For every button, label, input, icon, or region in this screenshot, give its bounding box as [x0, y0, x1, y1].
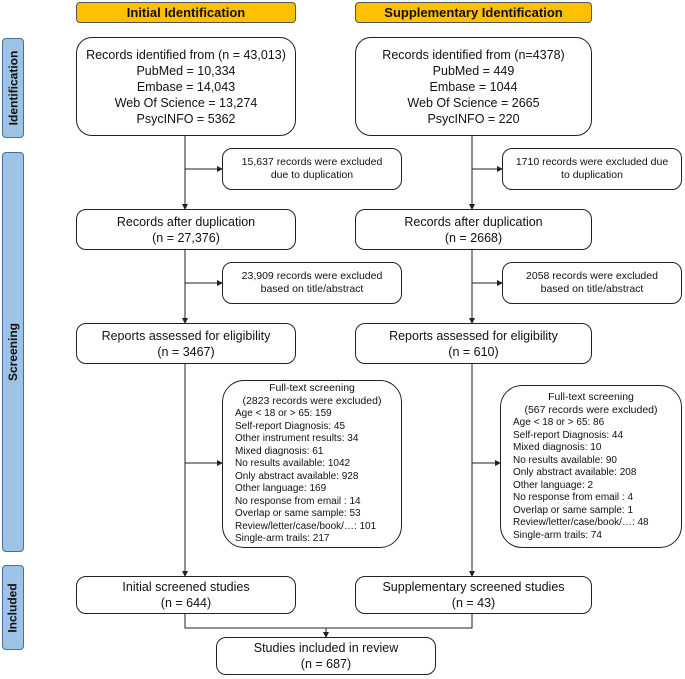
supplementary-duplication-excluded: 1710 records were excluded due to duplic…	[502, 148, 682, 190]
stage-label: Screening	[6, 322, 20, 382]
exclusion-reasons: Age < 18 or > 65: 86 Self-report Diagnos…	[513, 417, 669, 542]
text-line: (n = 687)	[300, 657, 352, 671]
stage-screening: Screening	[2, 152, 24, 552]
text-line: PsycINFO = 5362	[136, 111, 236, 126]
supplementary-records-identified: Records identified from (n=4378) PubMed …	[355, 37, 592, 136]
fulltext-title: Full-text screening	[548, 391, 634, 403]
supplementary-assessed-eligibility: Reports assessed for eligibility (n = 61…	[355, 323, 592, 364]
text-line: Records after duplication	[404, 214, 543, 229]
text-line: (n = 43)	[451, 596, 496, 610]
supplementary-screened-studies: Supplementary screened studies (n = 43)	[355, 576, 592, 614]
reason: Only abstract available: 928	[235, 470, 359, 482]
reason: Other language: 169	[235, 483, 327, 495]
text-line: PsycINFO = 220	[427, 111, 520, 126]
text-line: Web Of Science = 2665	[407, 95, 540, 110]
reason: Mixed diagnosis: 10	[513, 442, 602, 453]
text-line: based on title/abstract	[260, 283, 364, 295]
fulltext-subtitle: (2823 records were excluded)	[242, 395, 382, 408]
stage-identification: Identification	[2, 38, 24, 138]
text-line: 23,909 records were excluded	[241, 270, 383, 282]
text-line: Embase = 1044	[429, 79, 518, 94]
text-line: Reports assessed for eligibility	[389, 328, 558, 343]
text-line: Reports assessed for eligibility	[101, 328, 271, 343]
initial-records-identified: Records identified from (n = 43,013) Pub…	[76, 37, 296, 136]
reason: Single-arm trails: 217	[235, 533, 330, 545]
reason: Self-report Diagnosis: 45	[235, 420, 346, 432]
supplementary-title-excluded: 2058 records were excluded based on titl…	[502, 262, 682, 304]
reason: Single-arm trails: 74	[513, 529, 602, 541]
text-line: (n = 644)	[160, 596, 212, 610]
text-line: PubMed = 449	[432, 63, 515, 78]
supplementary-identification-header: Supplementary Identification	[355, 2, 592, 23]
exclusion-reasons: Age < 18 or > 65: 159 Self-report Diagno…	[235, 408, 389, 546]
text-line: Records identified from (n=4378)	[382, 47, 565, 62]
stage-label: Included	[6, 582, 20, 633]
reason: Age < 18 or > 65: 159	[235, 408, 332, 420]
initial-title-excluded: 23,909 records were excluded based on ti…	[222, 262, 402, 304]
reason: Only abstract available: 208	[513, 467, 637, 478]
text-line: 1710 records were excluded due	[515, 156, 669, 168]
reason: No response from email : 4	[513, 492, 634, 503]
text-line: based on title/abstract	[540, 283, 644, 295]
reason: Review/letter/case/book/…: 48	[513, 517, 649, 528]
text-line: Embase = 14,043	[136, 79, 236, 94]
studies-included: Studies included in review (n = 687)	[216, 637, 436, 675]
initial-identification-header: Initial Identification	[76, 2, 296, 23]
text-line: (n = 27,376)	[152, 230, 220, 245]
stage-label: Identification	[6, 50, 21, 126]
reason: Age < 18 or > 65: 86	[513, 417, 605, 428]
reason: Other language: 2	[513, 479, 594, 491]
text-line: Supplementary screened studies	[382, 580, 565, 594]
reason: Other instrument results: 34	[235, 433, 359, 445]
text-line: 2058 records were excluded	[526, 270, 658, 282]
text-line: due to duplication	[270, 169, 354, 181]
text-line: to duplication	[561, 169, 623, 181]
text-line: Initial screened studies	[122, 580, 250, 594]
fulltext-title: Full-text screening	[269, 382, 355, 395]
text-line: (n = 610)	[448, 344, 499, 359]
reason: Overlap or same sample: 53	[235, 508, 361, 520]
text-line: Studies included in review	[253, 641, 399, 655]
initial-duplication-excluded: 15,637 records were excluded due to dupl…	[222, 148, 402, 190]
text-line: PubMed = 10,334	[136, 63, 236, 78]
text-line: (n = 2668)	[444, 230, 503, 245]
supplementary-fulltext-screening: Full-text screening (567 records were ex…	[500, 385, 682, 548]
reason: No response from email : 14	[235, 495, 361, 507]
reason: No results available: 90	[513, 454, 617, 466]
initial-assessed-eligibility: Reports assessed for eligibility (n = 34…	[76, 323, 296, 364]
stage-included: Included	[2, 565, 24, 650]
text-line: 15,637 records were excluded	[241, 156, 383, 168]
reason: No results available: 1042	[235, 458, 351, 470]
reason: Overlap or same sample: 1	[513, 504, 634, 516]
initial-after-duplication: Records after duplication (n = 27,376)	[76, 209, 296, 250]
initial-fulltext-screening: Full-text screening (2823 records were e…	[222, 380, 402, 548]
text-line: Records after duplication	[116, 214, 256, 229]
reason: Review/letter/case/book/…: 101	[235, 520, 377, 532]
text-line: Records identified from (n = 43,013)	[86, 47, 286, 62]
text-line: (n = 3467)	[157, 344, 215, 359]
reason: Self-report Diagnosis: 44	[513, 429, 624, 441]
supplementary-after-duplication: Records after duplication (n = 2668)	[355, 209, 592, 250]
initial-screened-studies: Initial screened studies (n = 644)	[76, 576, 296, 614]
reason: Mixed diagnosis: 61	[235, 445, 324, 457]
text-line: Web Of Science = 13,274	[114, 95, 258, 110]
fulltext-subtitle: (567 records were excluded)	[524, 404, 658, 416]
